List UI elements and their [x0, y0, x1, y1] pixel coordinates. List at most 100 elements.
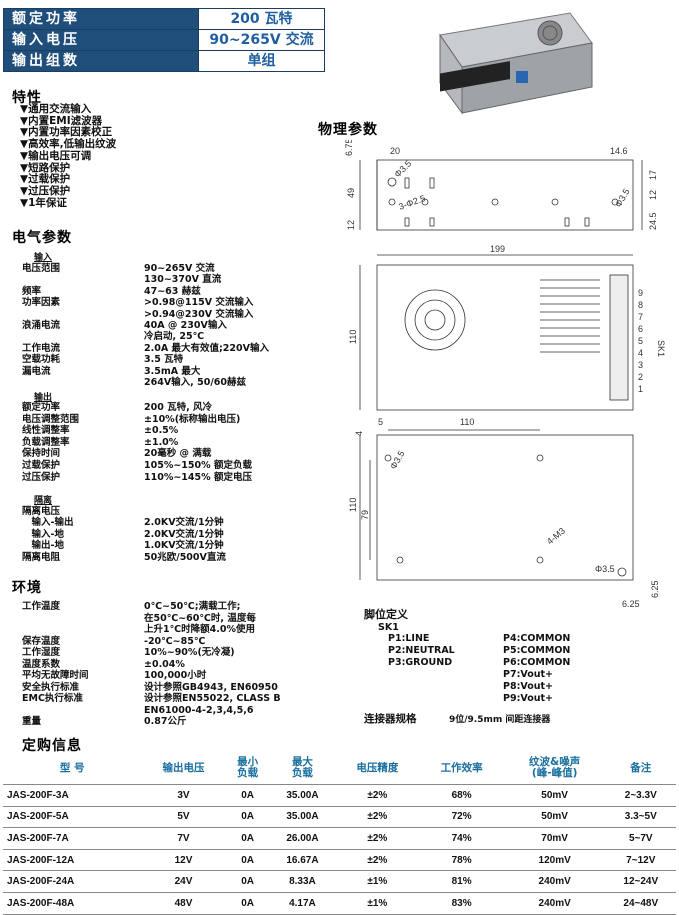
features-title: 特性 [12, 90, 42, 106]
param-value: 2.0KV交流/1分钟 [144, 517, 224, 529]
param-label: 浪涌电流 [22, 320, 61, 331]
column-header: 最小 负载 [225, 752, 270, 785]
table-cell: 240mV [503, 892, 606, 915]
column-header: 型 号 [3, 752, 142, 785]
param-label: 温度系数 [22, 658, 61, 670]
dim-label: 110 [348, 498, 358, 512]
param-label: 线性调整率 [22, 425, 70, 437]
connector-spec-label: 连接器规格 [364, 713, 417, 725]
terminal-number: 3 [638, 360, 643, 370]
param-value: 90~265V 交流 [144, 263, 215, 274]
param-label: 额定功率 [22, 402, 61, 413]
param-label: 电压调整范围 [22, 413, 80, 425]
param-label: 隔离电阻 [22, 551, 61, 563]
param-label: 过压保护 [22, 471, 61, 483]
output-subtitle: 输出 [34, 393, 53, 403]
param-label: 过载保护 [22, 460, 61, 471]
table-cell: 0A [225, 806, 270, 829]
param-value: 47~63 赫兹 [144, 285, 201, 297]
connector-spec-value: 9位/9.5mm 间距连接器 [449, 715, 551, 725]
table-cell: 24~48V [605, 892, 676, 915]
spec-key: 额定功率 [4, 9, 198, 29]
terminal-number: 9 [638, 288, 643, 298]
table-cell: 35.00A [269, 784, 336, 807]
spec-value: 单组 [198, 51, 324, 71]
spec-box: 额定功率 200 瓦特 输入电压 90~265V 交流 输出组数 单组 [3, 8, 325, 72]
param-value: 110%~145% 额定电压 [144, 471, 252, 483]
param-value: ±1.0% [144, 436, 179, 448]
dim-label: 4 [354, 431, 364, 436]
param-value: 0.87公斤 [144, 716, 187, 727]
pin-definition: P2:NEUTRAL [388, 645, 455, 656]
param-label: 功率因素 [22, 297, 61, 309]
param-value: 2.0A 最大有效值;220V输入 [144, 342, 269, 354]
feature-item: ▼短路保护 [20, 161, 71, 174]
table-cell: ±2% [335, 806, 420, 829]
isolation-subtitle: 隔离 [34, 496, 53, 506]
column-header: 电压精度 [335, 752, 420, 785]
dim-label: 6.25 [622, 599, 640, 609]
mount-hole [536, 556, 544, 564]
pin-definition: P6:COMMON [503, 657, 571, 668]
table-cell: 83% [419, 892, 504, 915]
feature-item: ▼通用交流输入 [20, 103, 92, 115]
table-cell: ±2% [335, 849, 420, 872]
dim-label: 14.6 [610, 146, 628, 156]
dim-label: 12 [346, 220, 356, 230]
table-cell: 50mV [503, 784, 606, 807]
table-cell: 12V [141, 849, 226, 872]
table-cell: 120mV [503, 849, 606, 872]
terminal-number: 1 [638, 384, 643, 394]
param-value: -20℃~85℃ [144, 635, 206, 647]
pins-title: 脚位定义 [364, 608, 408, 621]
param-value: 200 瓦特, 风冷 [144, 402, 213, 413]
table-cell: JAS-200F-48A [3, 892, 142, 915]
mount-hole [421, 198, 429, 206]
product-photo [439, 12, 593, 115]
table-cell: 70mV [503, 827, 606, 850]
electrical-title: 电气参数 [12, 230, 72, 246]
param-label: 安全执行标准 [22, 681, 80, 693]
dim-label: 79 [360, 510, 370, 520]
table-cell: 78% [419, 849, 504, 872]
dim-label: 110 [460, 417, 474, 427]
feature-item: ▼过压保护 [20, 184, 71, 197]
bottom-view-outline [376, 434, 634, 581]
pin-definition: P4:COMMON [503, 633, 571, 644]
terminal-number: 5 [638, 336, 643, 346]
table-cell: 74% [419, 827, 504, 850]
feature-item: ▼过载保护 [20, 173, 71, 186]
table-cell: ±1% [335, 870, 420, 893]
table-cell: 7~12V [605, 849, 676, 872]
table-cell: 0A [225, 849, 270, 872]
feature-item: ▼内置EMI滤波器 [20, 114, 103, 127]
mechanical-drawing: 6.75 20 49 12 Φ3.5 3-Φ2.5 14.6 17 12 24.… [344, 140, 666, 609]
mount-hole [491, 198, 499, 206]
table-cell: 4.17A [269, 892, 336, 915]
table-cell: 0A [225, 784, 270, 807]
column-header: 工作效率 [419, 752, 504, 785]
mount-hole [551, 198, 559, 206]
dim-label: Φ3.5 [613, 187, 632, 209]
table-cell: 26.00A [269, 827, 336, 850]
param-value: >0.94@230V 交流输入 [144, 308, 254, 320]
param-value: 130~370V 直流 [144, 274, 222, 286]
param-value: 在50℃~60℃时, 温度每 [144, 612, 256, 624]
param-label: 保持时间 [22, 448, 61, 460]
table-cell: 3V [141, 784, 226, 807]
mount-hole [536, 454, 544, 462]
top-view-outline [376, 264, 634, 411]
param-value: 0℃~50℃;满载工作; [144, 601, 241, 612]
dim-label: Φ3.5 [388, 449, 407, 471]
param-label: 输入-输出 [22, 517, 74, 529]
table-cell: 81% [419, 870, 504, 893]
mount-hole [396, 556, 404, 564]
feature-item: ▼内置功率因素校正 [20, 126, 113, 139]
table-cell: JAS-200F-7A [3, 827, 142, 850]
dim-label: 110 [348, 330, 358, 344]
physical-title: 物理参数 [318, 122, 378, 138]
fan-grille [404, 289, 466, 351]
